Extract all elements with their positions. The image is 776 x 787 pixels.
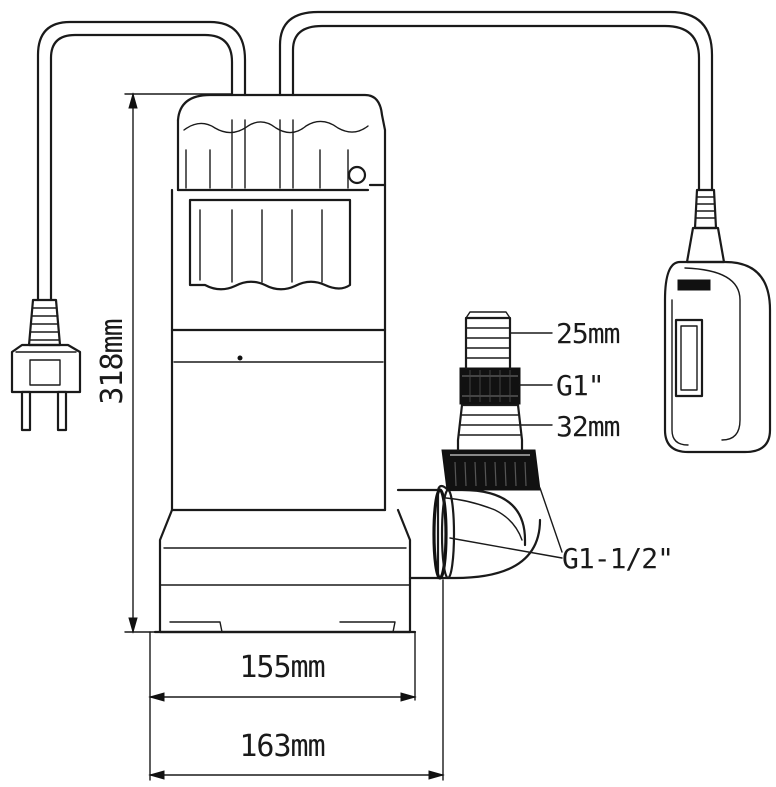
hose-large-label: 32mm <box>556 410 620 443</box>
power-cable <box>36 20 247 302</box>
leader-lines <box>449 332 563 559</box>
float-cable <box>278 10 714 192</box>
power-plug <box>10 298 82 432</box>
hose-adapter <box>456 311 524 452</box>
elbow-outlet <box>396 484 542 580</box>
height-label: 318mm <box>95 319 130 404</box>
pump-body <box>153 93 417 634</box>
width-dimensions <box>148 579 445 781</box>
width-total-label: 163mm <box>239 729 324 764</box>
width-base-label: 155mm <box>239 650 324 685</box>
hose-small-label: 25mm <box>556 317 620 350</box>
large-nut <box>441 449 541 491</box>
thread-small-label: G1" <box>556 369 604 402</box>
height-dimension <box>124 92 233 634</box>
float-switch <box>663 188 772 454</box>
thread-large-label: G1-1/2" <box>562 542 673 575</box>
